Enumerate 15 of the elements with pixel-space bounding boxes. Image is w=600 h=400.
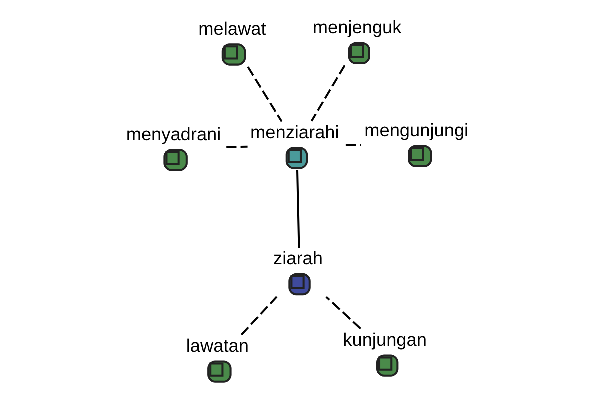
node-label: melawat [198, 18, 266, 38]
node-label: lawatan [186, 336, 249, 356]
node-label: ziarah [274, 248, 323, 268]
node-label: menziarahi [250, 122, 340, 142]
node-label: menyadrani [126, 124, 222, 144]
node-label: kunjungan [343, 330, 427, 350]
connector [326, 296, 362, 330]
node-label: mengunjungi [364, 120, 469, 140]
connector [310, 64, 346, 122]
connector [226, 145, 248, 148]
connector [240, 296, 278, 336]
connector [346, 144, 362, 146]
node-label: menjenguk [312, 17, 402, 38]
connector [296, 170, 300, 248]
connector [247, 66, 283, 122]
